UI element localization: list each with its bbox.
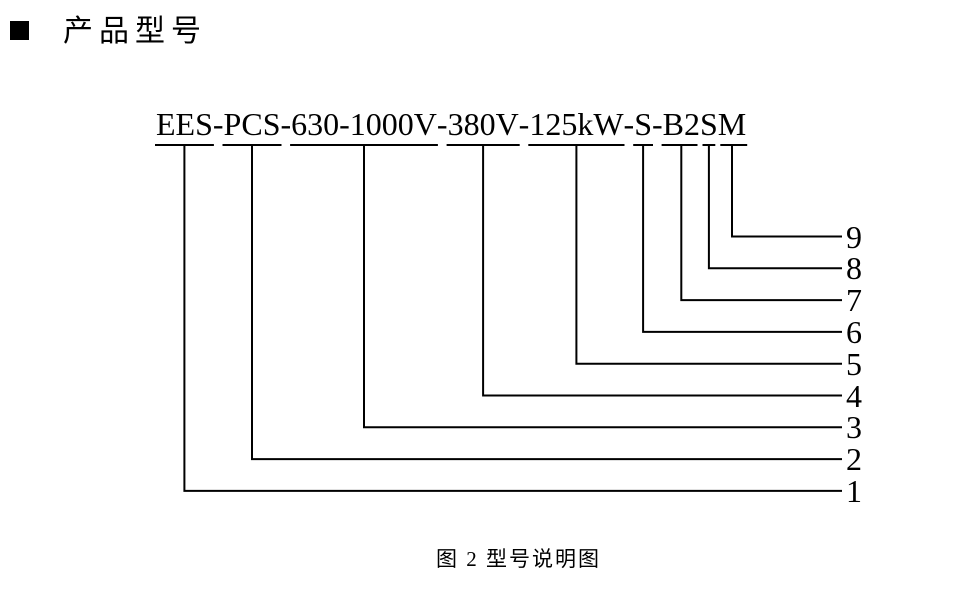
model-separator: - [651,106,663,142]
model-segment-4: 380V [447,106,519,142]
callout-path-3 [290,144,842,429]
callout-path-6 [633,144,842,333]
model-separator: - [280,106,292,142]
callout-number-6: 6 [846,313,862,350]
callout-number-1: 1 [846,472,862,509]
callout-number-9: 9 [846,218,862,255]
callout-number-8: 8 [846,250,862,287]
figure-caption: 图 2 型号说明图 [436,547,601,571]
model-segment-1: EES [156,106,213,142]
model-separator: - [518,106,530,142]
model-separator: - [436,106,448,142]
model-separator: - [212,106,224,142]
model-segment-8: S [699,106,718,142]
callout-path-9 [720,144,842,238]
callout-number-5: 5 [846,345,862,382]
model-segment-9: M [717,106,747,142]
callout-number-4: 4 [846,377,862,414]
section-title: 产品型号 [63,15,207,48]
model-segment-7: B2 [662,106,700,142]
model-segment-3: 630-1000V [291,106,437,142]
callout-path-5 [528,144,842,365]
model-segment-5: 125kW [529,106,624,142]
callout-path-1 [155,144,842,492]
model-separator: - [623,106,635,142]
model-string: EES-PCS-630-1000V-380V-125kW-S-B2SM [156,108,746,140]
section-bullet-icon [10,21,29,40]
callout-path-2 [222,144,842,461]
callout-path-7 [661,144,842,302]
model-segment-6: S [634,106,652,142]
callout-number-2: 2 [846,441,862,478]
callout-path-4 [446,144,842,397]
callout-path-8 [702,144,842,270]
callout-number-3: 3 [846,409,862,446]
model-segment-2: PCS [223,106,281,142]
callout-number-7: 7 [846,282,862,319]
